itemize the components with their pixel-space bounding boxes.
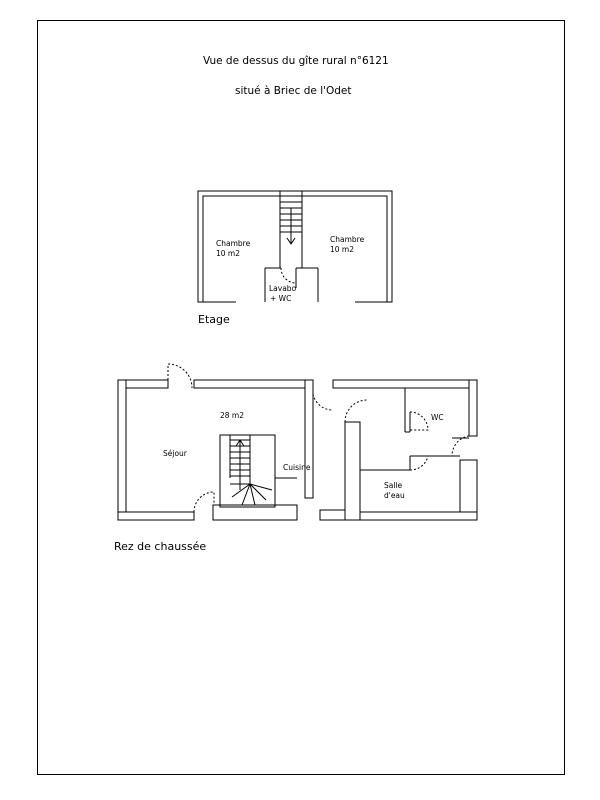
living-room-label: Séjour bbox=[163, 449, 187, 458]
title-line-1: Vue de dessus du gîte rural n°6121 bbox=[203, 55, 389, 67]
title-line-2: situé à Briec de l'Odet bbox=[235, 85, 352, 97]
washbasin-wc-line-1: Lavabo bbox=[269, 284, 297, 293]
bedroom-left-area: 10 m2 bbox=[216, 249, 241, 258]
bathroom-line-2: d'eau bbox=[384, 491, 405, 500]
living-area-size: 28 m2 bbox=[220, 411, 245, 420]
bedroom-right-area: 10 m2 bbox=[330, 245, 355, 254]
bathroom-line-1: Salle bbox=[384, 481, 403, 490]
washbasin-wc-line-2: + WC bbox=[270, 294, 292, 303]
ground-stair-winder bbox=[230, 478, 273, 506]
bedroom-left-name: Chambre bbox=[216, 239, 251, 248]
upper-floor-label: Etage bbox=[198, 313, 230, 326]
bedroom-right-name: Chambre bbox=[330, 235, 365, 244]
wc-label: WC bbox=[431, 413, 444, 422]
upper-floor-plan bbox=[197, 190, 393, 303]
ground-floor-plan bbox=[117, 363, 478, 521]
kitchen-label: Cuisine bbox=[283, 463, 311, 472]
page-frame bbox=[37, 20, 565, 775]
ground-floor-label: Rez de chaussée bbox=[114, 540, 207, 553]
